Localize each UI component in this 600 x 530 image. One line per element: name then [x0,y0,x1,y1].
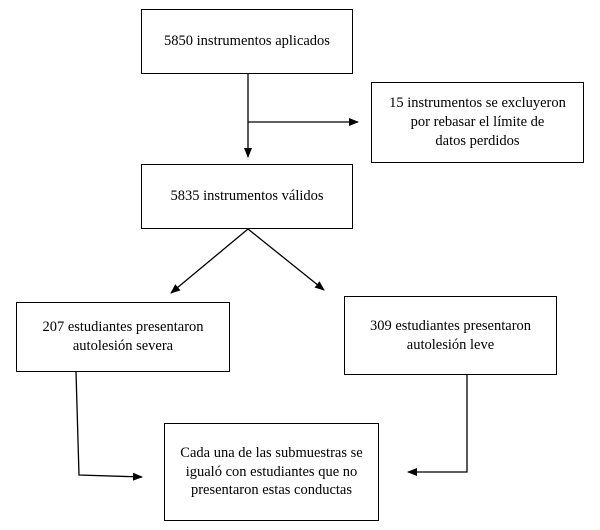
node-valid-text: 5835 instrumentos válidos [170,187,323,206]
node-mild-line-2: autolesión leve [406,336,495,353]
arrow-severe-to-matched [75,371,143,481]
node-valid-instruments: 5835 instrumentos válidos [141,164,353,229]
node-valid-line-1: 5835 instrumentos válidos [170,188,324,205]
node-mild-text: 309 estudiantes presentaron autolesión l… [370,317,531,355]
node-matched-subsamples: Cada una de las submuestras se igualó co… [164,423,379,521]
node-applied-line-1: 5850 instrumentos aplicados [164,33,330,50]
node-excluded-line-3: datos perdidos [435,132,520,149]
node-matched-text: Cada una de las submuestras se igualó co… [180,444,362,501]
arrow-valid-to-mild [247,228,325,291]
node-matched-line-3: presentaron estas conductas [190,482,353,499]
node-excluded-line-2: por rebasar el límite de [410,114,545,131]
arrow-valid-to-severe [170,228,249,294]
node-applied-instruments: 5850 instrumentos aplicados [141,9,353,74]
node-severe-self-harm: 207 estudiantes presentaron autolesión s… [16,302,230,372]
node-excluded-instruments: 15 instrumentos se excluyeron por rebasa… [371,82,584,163]
node-severe-text: 207 estudiantes presentaron autolesión s… [42,318,203,356]
node-excluded-line-1: 15 instrumentos se excluyeron [389,95,566,112]
node-matched-line-1: Cada una de las submuestras se [180,444,363,461]
node-mild-self-harm: 309 estudiantes presentaron autolesión l… [344,296,557,375]
node-matched-line-2: igualó con estudiantes que no [185,463,358,480]
node-applied-text: 5850 instrumentos aplicados [164,32,330,51]
node-severe-line-2: autolesión severa [72,338,174,354]
arrow-mild-to-matched [407,375,468,476]
node-excluded-text: 15 instrumentos se excluyeron por rebasa… [389,94,566,151]
node-mild-line-1: 309 estudiantes presentaron [369,317,532,334]
node-severe-line-1: 207 estudiantes presentaron [42,319,204,336]
